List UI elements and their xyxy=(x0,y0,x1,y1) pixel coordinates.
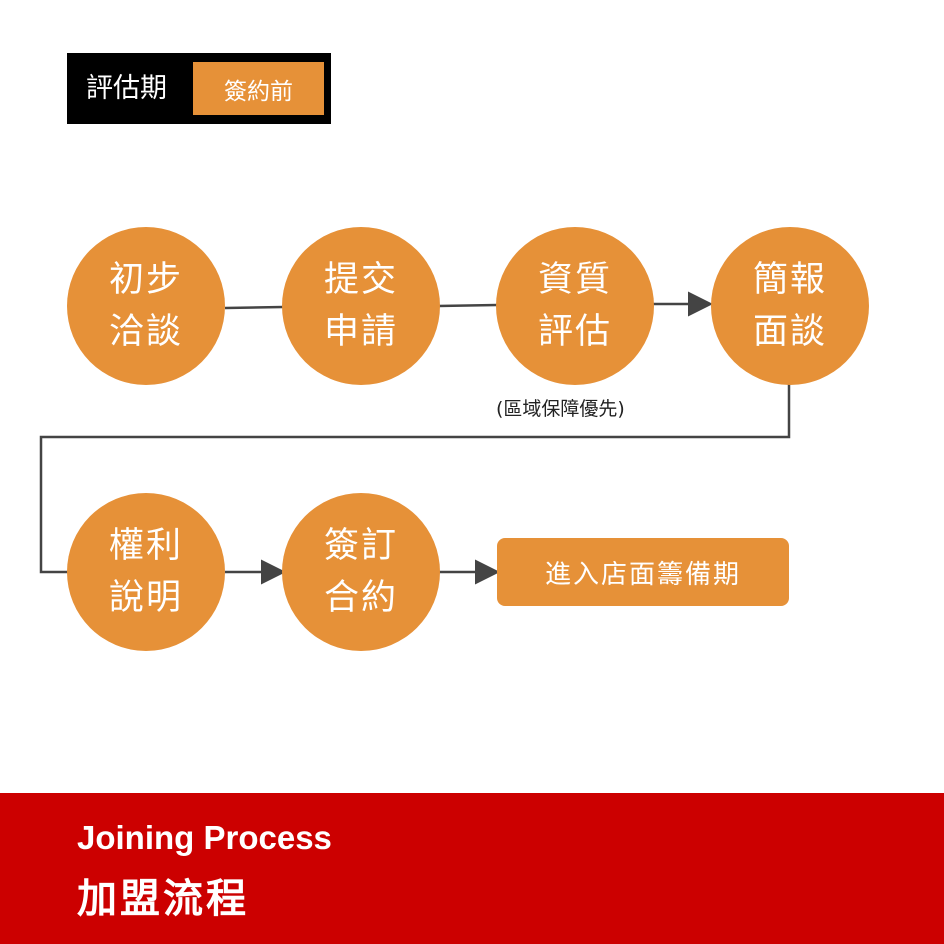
step-label: 權利說明 xyxy=(108,526,183,618)
footer-title: Joining Process xyxy=(77,819,332,856)
step-qualification-review: 資質評估 xyxy=(496,227,654,385)
step-submit-application: 提交申請 xyxy=(282,227,440,385)
step-label: 提交申請 xyxy=(323,260,398,352)
footer-banner: Joining Process 加盟流程 xyxy=(0,793,944,944)
step-sign-contract: 簽訂合約 xyxy=(282,493,440,651)
footer-subtitle: 加盟流程 xyxy=(77,876,249,922)
phase-badge: 簽約前 xyxy=(193,62,324,115)
connector-4-5 xyxy=(39,383,791,574)
step-rights-explanation: 權利說明 xyxy=(67,493,225,651)
phase-label: 評估期 xyxy=(86,73,167,104)
connector-1-2 xyxy=(224,305,284,310)
step-label: 簽訂合約 xyxy=(323,526,398,618)
step-presentation-interview: 簡報面談 xyxy=(711,227,869,385)
step-label: 資質評估 xyxy=(537,260,612,352)
phase-header: 評估期 簽約前 xyxy=(67,53,331,124)
step-label: 簡報面談 xyxy=(752,260,827,352)
step-note: (區域保障優先) xyxy=(496,398,625,420)
step-label: 初步洽談 xyxy=(108,260,183,352)
step-initial-talk: 初步洽談 xyxy=(67,227,225,385)
connector-2-3 xyxy=(437,303,498,308)
final-step-box: 進入店面籌備期 xyxy=(497,538,789,606)
